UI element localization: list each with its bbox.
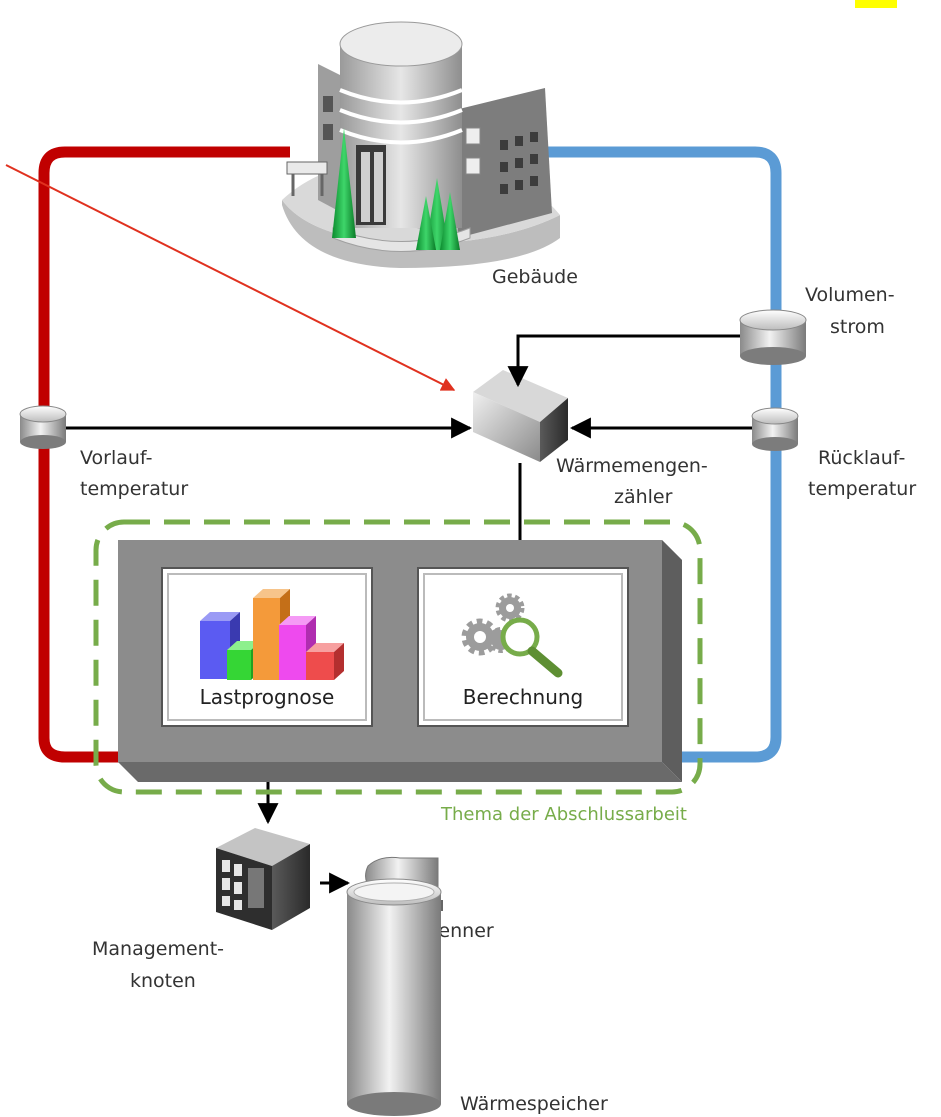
volume-flow-label-line2: strom <box>830 316 885 338</box>
management-node-label-line1: Management- <box>92 938 224 960</box>
volume-flow-label-line1: Volumen- <box>805 284 895 306</box>
thesis-topic-label: Thema der Abschlussarbeit <box>440 804 687 825</box>
building-icon <box>282 21 560 268</box>
supply-temp-label-line1: Vorlauf- <box>80 447 152 469</box>
load-forecast-label: Lastprognose <box>200 685 335 709</box>
thesis-topic-frame <box>93 519 703 795</box>
return-temperature-sensor-icon <box>751 407 799 451</box>
annotation-arrow <box>5 164 456 391</box>
gears-magnifier-icon <box>461 593 563 678</box>
server-icon <box>216 828 310 930</box>
supply-temperature-sensor-icon <box>19 405 67 449</box>
bar-chart-icon <box>200 589 344 680</box>
management-node-label-line2: knoten <box>130 970 196 992</box>
return-temp-label-line2: temperatur <box>808 478 916 500</box>
heat-meter-label-line1: Wärmemengen- <box>556 455 708 477</box>
supply-temp-label-line2: temperatur <box>80 478 188 500</box>
building-label: Gebäude <box>492 266 578 288</box>
heat-storage-label: Wärmespeicher <box>460 1093 608 1115</box>
return-pipe <box>438 146 782 763</box>
return-temp-label-line1: Rücklauf- <box>818 447 905 469</box>
heat-meter-cube-icon <box>473 370 568 462</box>
highlight-mark <box>855 0 897 8</box>
heat-meter-label-line2: zähler <box>614 486 673 508</box>
calculation-label: Berechnung <box>463 685 584 709</box>
volume-flow-sensor-icon <box>739 309 807 365</box>
heat-storage-tank-icon <box>346 878 442 1116</box>
